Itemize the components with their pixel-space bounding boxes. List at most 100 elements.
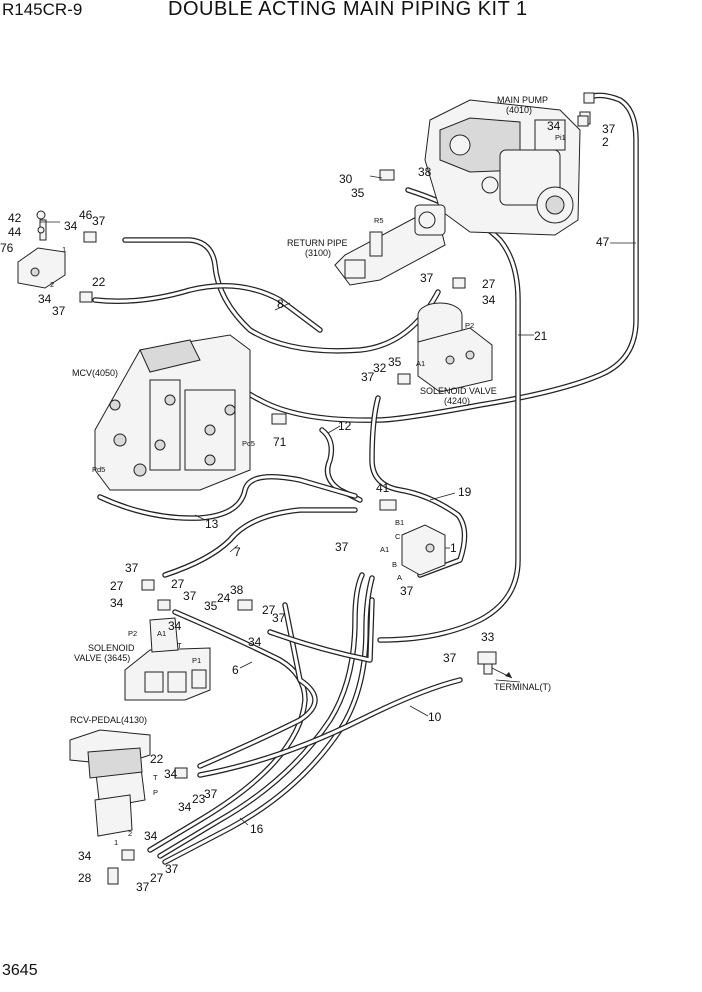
solenoid-valve-4240 (417, 302, 493, 393)
callout-34: 34 (38, 292, 52, 306)
callout-27: 27 (171, 577, 185, 591)
page-number: 3645 (2, 962, 38, 979)
callout-28: 28 (78, 871, 92, 885)
callout-22: 22 (92, 275, 106, 289)
port-p-rcv: P (153, 788, 158, 797)
callout-27: 27 (110, 579, 124, 593)
callout-38: 38 (418, 165, 432, 179)
hose-8b (92, 283, 323, 333)
port-t-l: T (177, 641, 182, 650)
port-a1-sv: A1 (416, 359, 425, 368)
return-pipe-label: RETURN PIPE (287, 238, 348, 248)
callout-37: 37 (204, 787, 218, 801)
callout-37: 37 (420, 271, 434, 285)
callout-27: 27 (150, 871, 164, 885)
port-pd5: Pd5 (92, 465, 105, 474)
callout-37: 37 (602, 122, 616, 136)
callout-13: 13 (205, 517, 219, 531)
model-code: R145CR-9 (2, 0, 83, 19)
leader-lines (40, 175, 636, 826)
callout-27: 27 (482, 277, 496, 291)
port-a1: A1 (380, 545, 389, 554)
callout-37: 37 (361, 370, 375, 384)
port-1: 1 (62, 245, 66, 254)
callout-34: 34 (64, 219, 78, 233)
port-1-rcv: 1 (114, 838, 118, 847)
port-p1-l: P1 (192, 656, 201, 665)
callout-12: 12 (338, 419, 352, 433)
rcv-pedal (69, 729, 151, 837)
mcv (94, 334, 251, 491)
solenoid-valve-4240-number: (4240) (444, 396, 470, 406)
callout-32: 32 (373, 361, 387, 375)
callout-8: 8 (277, 297, 284, 311)
port-r5: R5 (374, 216, 384, 225)
callout-30: 30 (339, 172, 353, 186)
callout-38: 38 (230, 583, 244, 597)
block-1 (401, 524, 446, 576)
callout-37: 37 (92, 214, 106, 228)
callout-24: 24 (217, 591, 231, 605)
callout-34: 34 (482, 293, 496, 307)
callout-76: 76 (0, 241, 14, 255)
callout-37: 37 (136, 880, 150, 894)
callout-6: 6 (232, 663, 239, 677)
tee-33 (477, 651, 497, 675)
port-a1-l: A1 (157, 629, 166, 638)
hoses (92, 92, 639, 865)
callout-7: 7 (234, 545, 241, 559)
return-pipe (334, 204, 446, 286)
callout-23: 23 (192, 792, 206, 806)
solenoid-valve-3645-label: SOLENOID (88, 643, 135, 653)
port-c: C (395, 532, 401, 541)
callout-34: 34 (248, 635, 262, 649)
fittings (36, 92, 595, 885)
callout-37: 37 (183, 589, 197, 603)
callout-27: 27 (262, 603, 276, 617)
callout-34: 34 (110, 596, 124, 610)
port-2-rcv: 2 (128, 829, 132, 838)
callout-41: 41 (376, 481, 390, 495)
main-pump-number: (4010) (506, 105, 532, 115)
callout-37: 37 (443, 651, 457, 665)
port-pi1: Pi1 (555, 133, 566, 142)
port-p2-l: P2 (128, 629, 137, 638)
port-pc5: Pc5 (242, 439, 255, 448)
port-a: A (397, 573, 402, 582)
terminal-label: TERMINAL(T) (494, 682, 551, 692)
callout-34: 34 (168, 619, 182, 633)
main-pump (424, 99, 591, 236)
callout-34: 34 (178, 800, 192, 814)
callout-22: 22 (150, 752, 164, 766)
callout-44: 44 (8, 225, 22, 239)
callout-37: 37 (125, 561, 139, 575)
mcv-label: MCV(4050) (72, 368, 118, 378)
callout-34: 34 (144, 829, 158, 843)
callout-47: 47 (596, 235, 610, 249)
terminal-arrow (491, 667, 513, 679)
callout-34: 34 (164, 767, 178, 781)
callout-33: 33 (481, 630, 495, 644)
callout-16: 16 (250, 822, 264, 836)
callout-2: 2 (602, 135, 609, 149)
solenoid-valve-3645 (124, 617, 211, 701)
component-labels: MAIN PUMP (4010) RETURN PIPE (3100) SOLE… (70, 95, 551, 725)
callout-37: 37 (52, 304, 66, 318)
rcv-pedal-label: RCV-PEDAL(4130) (70, 715, 147, 725)
callout-37: 37 (165, 862, 179, 876)
port-b1: B1 (395, 518, 404, 527)
return-pipe-number: (3100) (305, 248, 331, 258)
callout-35: 35 (351, 186, 365, 200)
callout-37: 37 (335, 540, 349, 554)
callout-71: 71 (273, 435, 287, 449)
port-p2-sv: P2 (465, 321, 474, 330)
solenoid-valve-3645-number: VALVE (3645) (74, 653, 130, 663)
callout-34: 34 (78, 849, 92, 863)
callout-35: 35 (388, 355, 402, 369)
callout-21: 21 (534, 329, 548, 343)
solenoid-valve-4240-label: SOLENOID VALVE (420, 386, 497, 396)
callout-34: 34 (547, 119, 561, 133)
callout-37: 37 (272, 611, 286, 625)
